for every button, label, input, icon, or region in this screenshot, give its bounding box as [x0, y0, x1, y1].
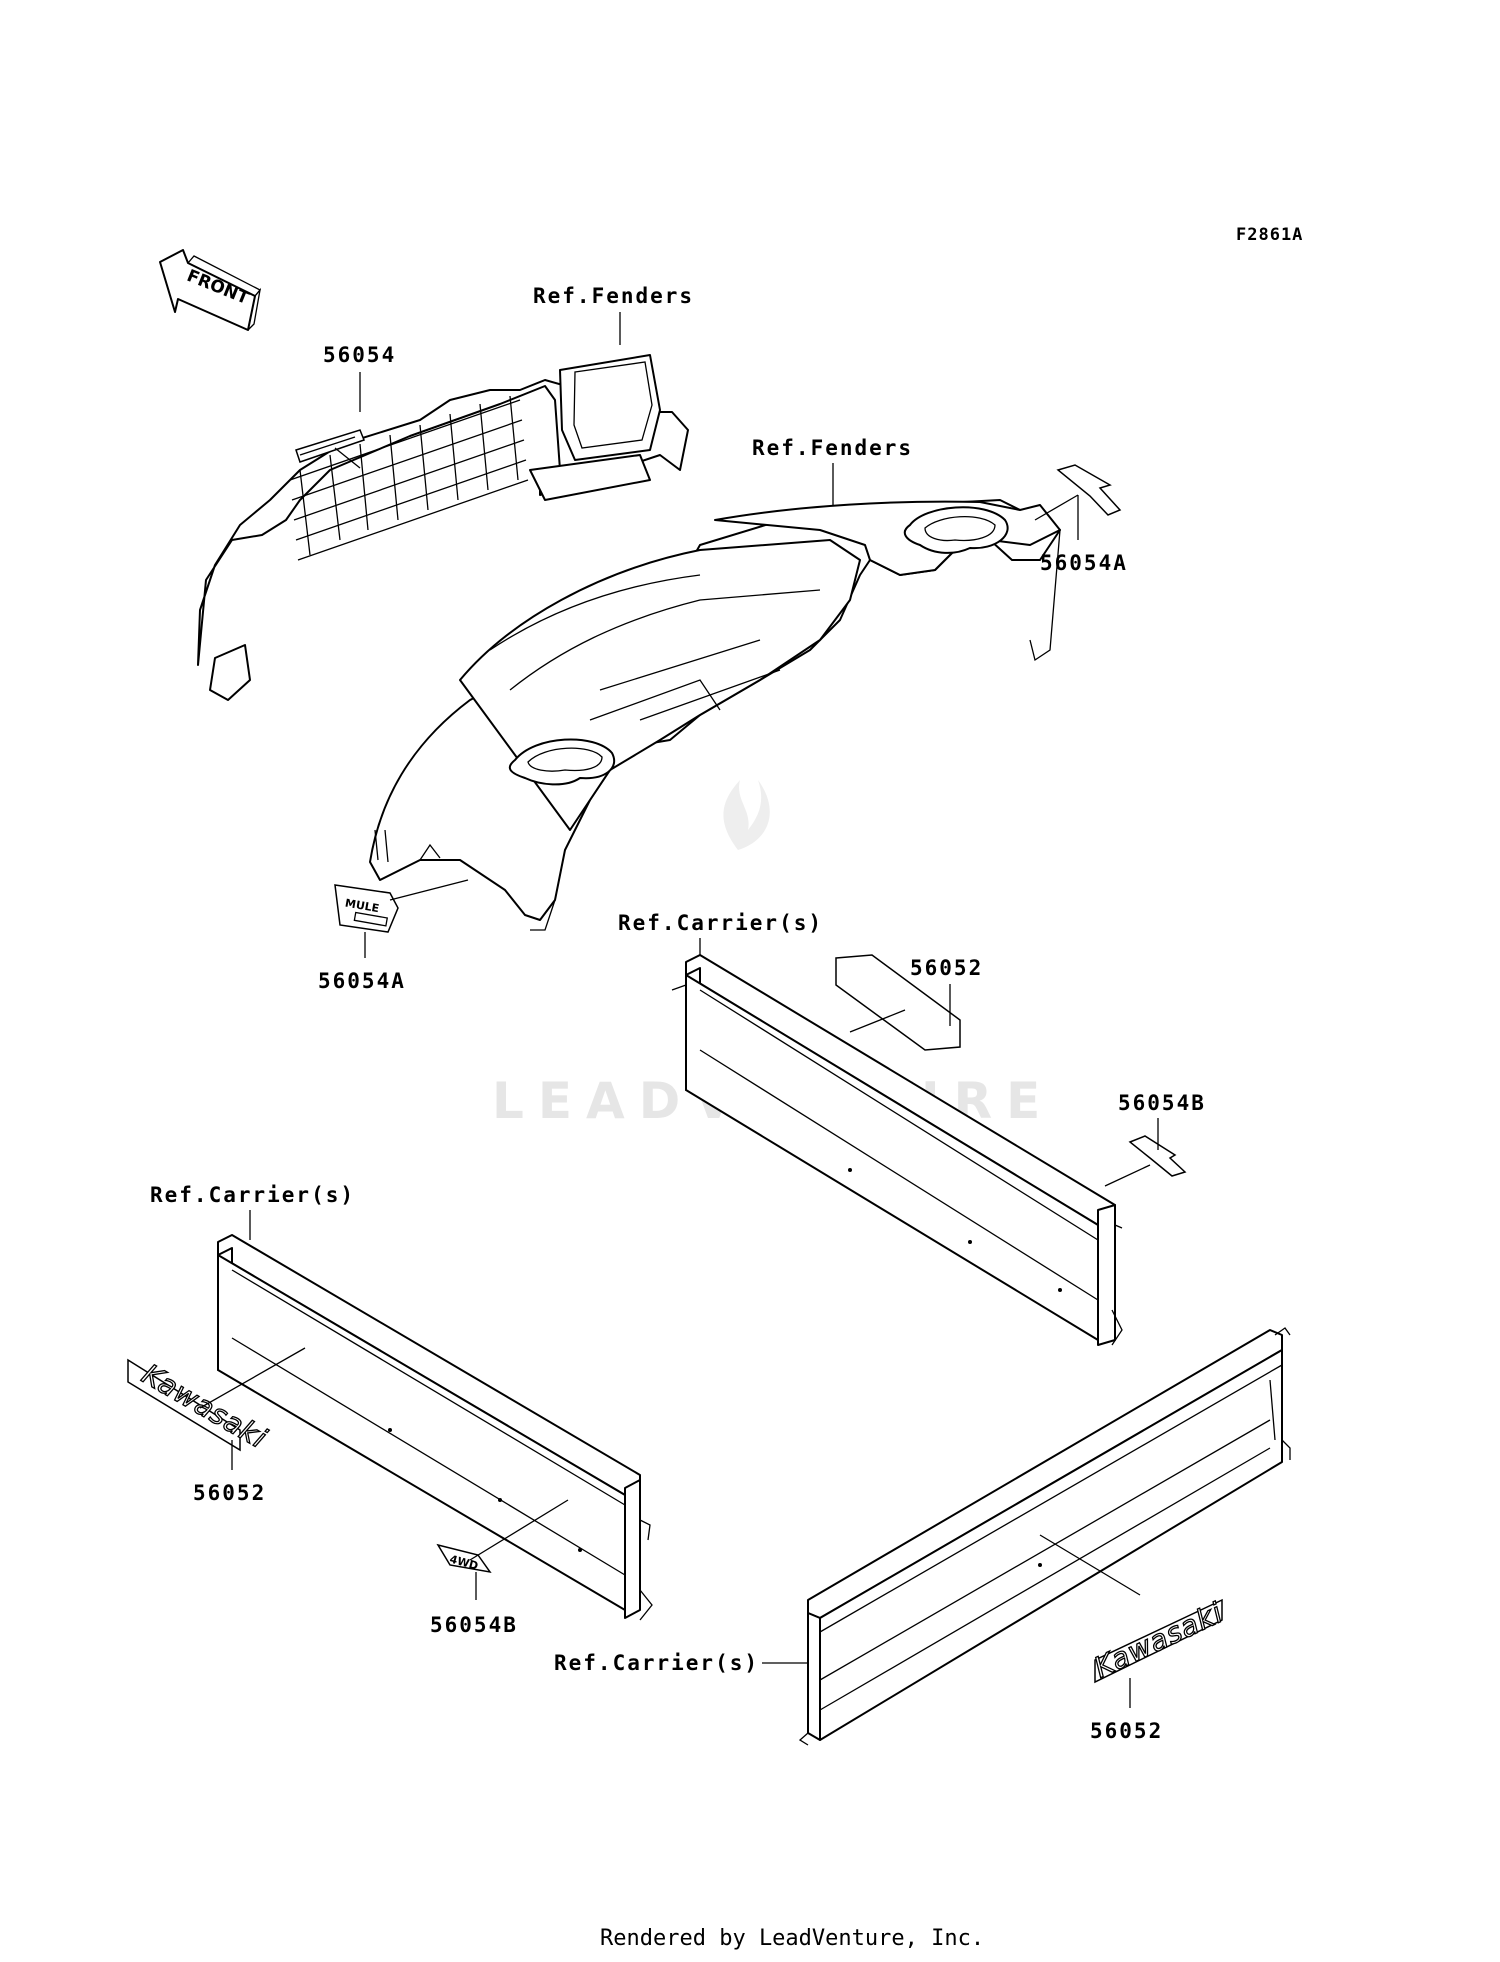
callout-56052-right: 56052 [1090, 1719, 1163, 1743]
callout-56052-mid: 56052 [910, 956, 983, 980]
callouts: Ref.Fenders 56054 Ref.Fenders 56054A 560… [150, 284, 1206, 1743]
diagram-code: F2861A [1236, 225, 1303, 245]
decal-kawasaki-right: Kawasaki [1088, 1595, 1229, 1685]
tailgate-right [798, 1327, 1291, 1746]
carrier-side-left [217, 1234, 653, 1621]
callout-56054-top: 56054 [323, 343, 396, 367]
callout-56052-left: 56052 [193, 1481, 266, 1505]
front-arrow-icon: FRONT [159, 249, 262, 331]
callout-ref-carrier-3: Ref.Carrier(s) [554, 1651, 759, 1675]
decal-56054a-top [1056, 464, 1122, 516]
callout-56054b-right: 56054B [1118, 1091, 1206, 1115]
callout-56054a-right: 56054A [1040, 551, 1128, 575]
callout-ref-fenders-1: Ref.Fenders [533, 284, 694, 308]
callout-ref-carrier-1: Ref.Carrier(s) [618, 911, 823, 935]
decal-56052-mid [835, 954, 961, 1051]
footer-credit: Rendered by LeadVenture, Inc. [600, 1926, 984, 1951]
decal-4wd: 4WD [436, 1543, 492, 1574]
decal-56054b-right [1128, 1135, 1187, 1177]
callout-56054a-left: 56054A [318, 969, 406, 993]
callout-56054b-left: 56054B [430, 1613, 518, 1637]
callout-ref-carrier-2: Ref.Carrier(s) [150, 1183, 355, 1207]
decal-mule: MULE [334, 884, 399, 933]
front-grille-panel [197, 354, 689, 701]
callout-ref-fenders-2: Ref.Fenders [752, 436, 913, 460]
decal-kawasaki-right-text: Kawasaki [1089, 1596, 1228, 1684]
rear-fender-body [369, 499, 1061, 931]
decal-56054 [295, 429, 365, 463]
decal-mule-text: MULE [344, 896, 380, 915]
